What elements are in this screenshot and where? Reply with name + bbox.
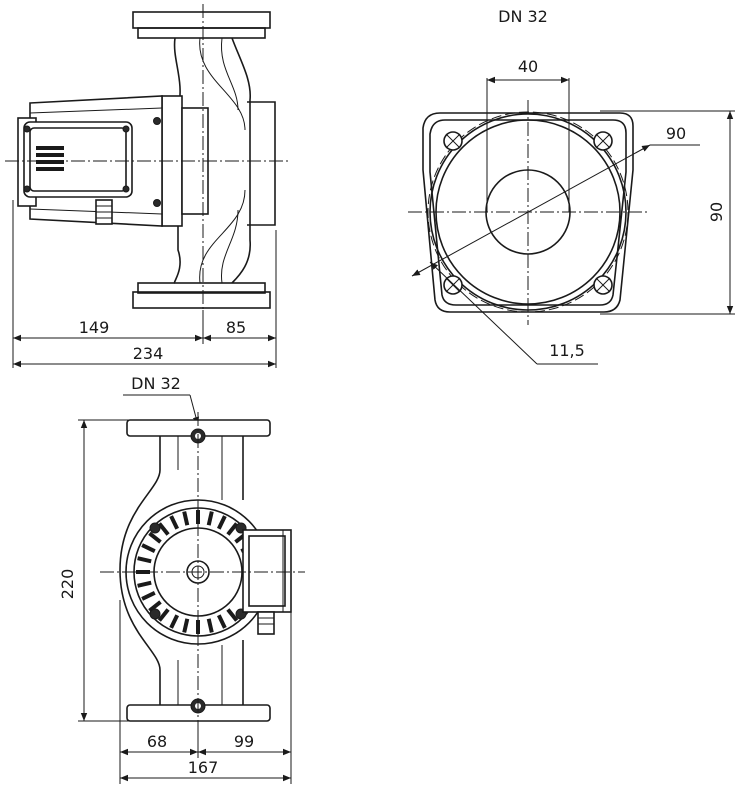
- cooling-fin: [206, 511, 214, 526]
- cooling-fin: [169, 614, 180, 629]
- bottom-flange: [132, 291, 271, 309]
- bolt-hole-icon: [443, 131, 463, 151]
- cooling-fin: [157, 522, 170, 536]
- casing-right-edge: [231, 37, 251, 284]
- cooling-fin: [226, 608, 239, 622]
- cooling-fin: [216, 614, 227, 629]
- dim-label-85: 85: [226, 318, 246, 337]
- cooling-fin: [148, 600, 162, 613]
- cooling-fin: [206, 618, 214, 633]
- flange-view: DN 32: [408, 7, 735, 365]
- side-view: 149 85 234: [5, 4, 290, 368]
- cooling-fin: [182, 618, 190, 633]
- dim-label-68: 68: [147, 732, 167, 751]
- cooling-fin: [216, 515, 227, 530]
- dim-label-11-5: 11,5: [549, 341, 585, 360]
- top-flange: [132, 11, 271, 29]
- cooling-fin: [137, 580, 152, 588]
- vent-slots-icon: [36, 146, 64, 171]
- front-title: DN 32: [131, 374, 181, 393]
- cooling-fin: [148, 531, 162, 544]
- terminal-box: [242, 529, 292, 613]
- dim-label-167: 167: [188, 758, 219, 777]
- bolt-hole-icon: [443, 275, 463, 295]
- flange-title: DN 32: [498, 7, 548, 26]
- dim-label-220: 220: [58, 569, 77, 600]
- terminal-box: [23, 121, 133, 198]
- cooling-fin: [182, 511, 190, 526]
- bolt-hole-icon: [593, 275, 613, 295]
- dim-label-90-diagonal: 90: [666, 124, 686, 143]
- cooling-fin: [141, 590, 156, 601]
- cooling-fin: [157, 608, 170, 622]
- dim-label-149: 149: [79, 318, 110, 337]
- cooling-fin: [169, 515, 180, 530]
- front-view: DN 32: [58, 374, 305, 784]
- cooling-fin: [141, 543, 156, 554]
- cooling-fin: [137, 556, 152, 564]
- cooling-fin: [226, 522, 239, 536]
- bolt-hole-icon: [593, 131, 613, 151]
- dim-label-234: 234: [133, 344, 164, 363]
- dim-label-40: 40: [518, 57, 538, 76]
- dim-label-99: 99: [234, 732, 254, 751]
- dim-label-90-height: 90: [707, 202, 726, 222]
- cable-gland: [257, 611, 275, 635]
